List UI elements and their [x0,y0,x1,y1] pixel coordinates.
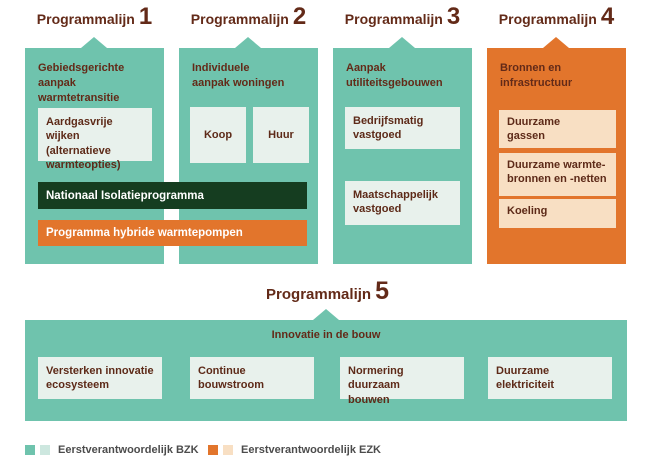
program-line-4-subtitle: Bronnen en infrastructuur [500,62,573,89]
bar-programma-hybride-warmtepompen: Programma hybride warmtepompen [38,220,307,246]
sub-box-huur: Huur [253,107,309,163]
program-line-4-number: 4 [600,3,615,30]
program-line-3-subtitle: Aanpak utiliteitsgebouwen [346,62,443,89]
sub-box-continue-bouwstroom: Continue bouwstroom [190,357,314,399]
legend-item-bzk: Eerstverantwoordelijk BZK [25,444,199,456]
legend-label-ezk: Eerstverantwoordelijk EZK [241,444,381,456]
sub-box-bedrijfsmatig-vastgoed: Bedrijfsmatig vastgoed [345,107,460,149]
legend-label-bzk: Eerstverantwoordelijk BZK [58,444,199,456]
bar-nationaal-isolatieprogramma: Nationaal Isolatieprogramma [38,182,307,209]
sub-box-duurzame-elektriciteit: Duurzame elektriciteit [488,357,612,399]
legend-swatch-ezk-dark [208,445,218,455]
program-line-2-subtitle: Individuele aanpak woningen [192,62,285,89]
program-line-5-number: 5 [375,277,389,305]
sub-box-normering-duurzaam-bouwen: Normering duurzaam bouwen [340,357,464,406]
legend-swatch-ezk-light [223,445,233,455]
program-line-2-number: 2 [292,3,307,30]
program-line-3-box: Aanpak utiliteitsgebouwen Bedrijfsmatig … [333,48,472,264]
program-line-1-subtitle: Gebiedsgerichte aanpak warmtetransitie [38,62,125,104]
program-line-3-label: Programmalijn [344,11,443,27]
program-line-4-label: Programmalijn [498,11,597,27]
legend-swatch-bzk-dark [25,445,35,455]
program-line-1-number: 1 [138,3,153,30]
pointer-triangle-5 [313,309,339,320]
legend-swatch-bzk-light [40,445,50,455]
program-line-5-subtitle: Innovatie in de bouw [271,329,381,341]
sub-box-maatschappelijk-vastgoed: Maatschappelijk vastgoed [345,181,460,225]
sub-box-koop: Koop [190,107,246,163]
sub-box-duurzame-gassen: Duurzame gassen [499,110,616,148]
pointer-triangle-2 [235,37,261,48]
program-line-5-label: Programmalijn [266,286,372,303]
pointer-triangle-4 [543,37,569,48]
sub-box-versterken-innovatie: Versterken innovatie ecosysteem [38,357,162,399]
sub-box-koeling: Koeling [499,199,616,228]
pointer-triangle-3 [389,37,415,48]
legend-item-ezk: Eerstverantwoordelijk EZK [208,444,381,456]
sub-box-aardgasvrije-wijken: Aardgasvrije wijken (alternatieve warmte… [38,108,152,171]
program-line-2-label: Programmalijn [190,11,289,27]
program-line-3-number: 3 [446,3,461,30]
program-line-4-box: Bronnen en infrastructuur Duurzame gasse… [487,48,626,264]
pointer-triangle-1 [81,37,107,48]
program-line-5-box: Innovatie in de bouw Versterken innovati… [25,320,627,421]
sub-box-duurzame-warmtebronnen: Duurzame warmte- bronnen en -netten [499,153,616,196]
program-line-1-label: Programmalijn [36,11,135,27]
